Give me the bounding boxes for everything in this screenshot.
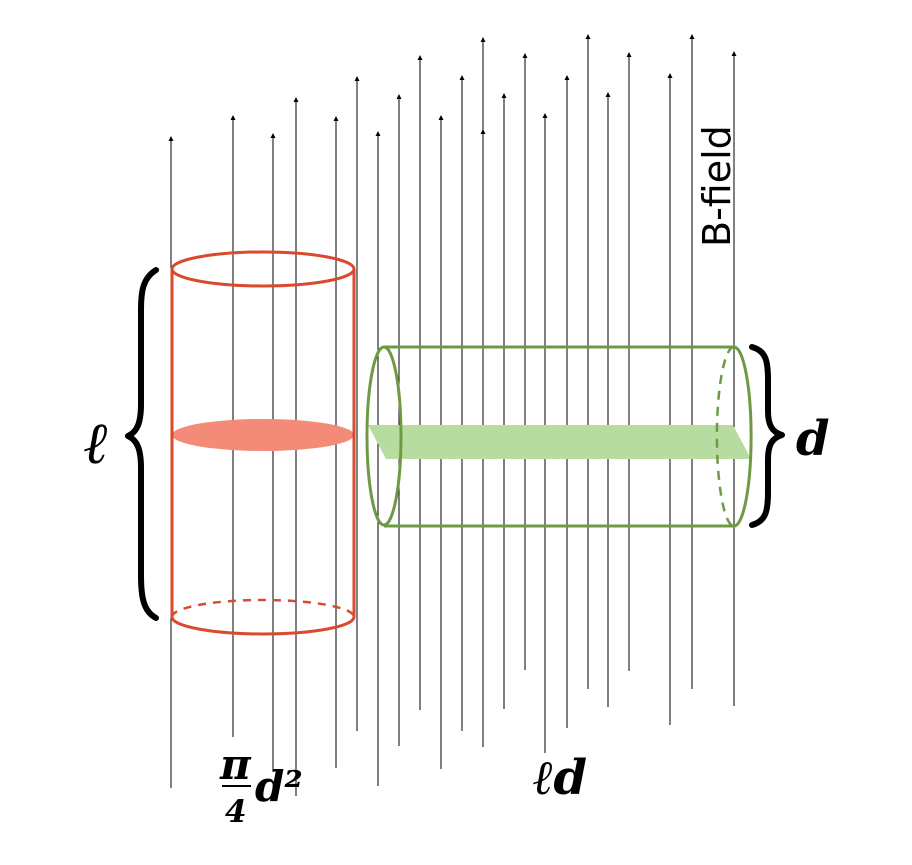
- length-label: ℓ: [84, 409, 109, 477]
- vertical-cylinder-bottom-front: [170, 616, 356, 636]
- horizontal-cylinder-right-end-front: [733, 345, 753, 528]
- diameter-brace: [749, 344, 785, 528]
- horizontal-cylinder: [365, 345, 753, 528]
- horizontal-cylinder-cross-section: [368, 425, 751, 459]
- diameter-squared: d²: [255, 762, 303, 811]
- b-field-lines: [168, 34, 737, 796]
- vertical-cylinder-top-edge: [170, 250, 356, 288]
- diameter-label: d: [796, 411, 830, 467]
- vertical-cylinder-cross-section: [172, 419, 354, 451]
- horizontal-area-label: ℓd: [533, 750, 587, 806]
- vertical-cylinder: [170, 250, 356, 636]
- pi-symbol: π: [219, 740, 252, 789]
- four-denominator: 4: [225, 794, 247, 830]
- field-label: B-field: [695, 125, 739, 247]
- vertical-cylinder-bottom-back: [170, 598, 356, 618]
- vertical-area-label: π 4 d²: [219, 740, 303, 830]
- length-brace: [125, 267, 159, 621]
- horizontal-cylinder-left-end: [365, 345, 403, 527]
